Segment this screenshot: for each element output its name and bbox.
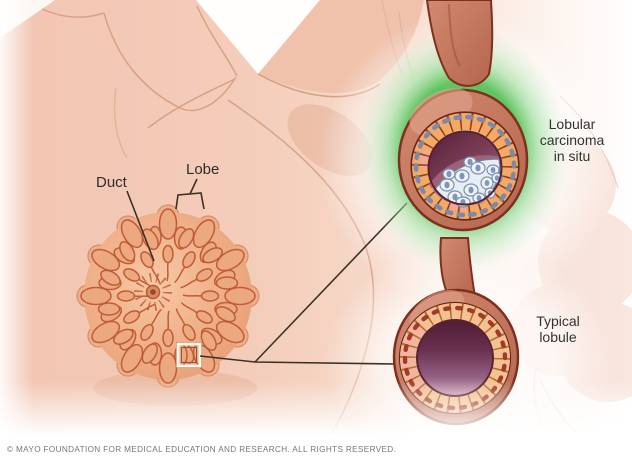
lobe-bracket: [175, 192, 205, 210]
magnified-region-marker: [176, 342, 202, 368]
label-typical-lobule: Typical lobule: [513, 313, 603, 345]
lobe-leader-line: [189, 178, 198, 195]
duct-label-text: Duct: [96, 174, 127, 191]
lcis-label-line-1: Lobular: [548, 116, 596, 132]
typical-label-line-1: Typical: [536, 313, 580, 329]
label-lobular-carcinoma-in-situ: Lobular carcinoma in situ: [522, 116, 622, 164]
typical-label-line-2: lobule: [539, 329, 577, 345]
lobe-label-text: Lobe: [186, 161, 220, 178]
duct-leader-line: [126, 190, 155, 262]
copyright-notice: © MAYO FOUNDATION FOR MEDICAL EDUCATION …: [7, 445, 397, 454]
lobule-lcis-inset: [397, 0, 529, 232]
label-lobe: Lobe: [186, 161, 220, 178]
nipple: [134, 273, 172, 311]
lcis-label-line-3: in situ: [553, 148, 591, 164]
lcis-cell-mass: [433, 156, 503, 208]
lcis-label-line-2: carcinoma: [539, 132, 605, 148]
label-duct: Duct: [96, 174, 127, 191]
